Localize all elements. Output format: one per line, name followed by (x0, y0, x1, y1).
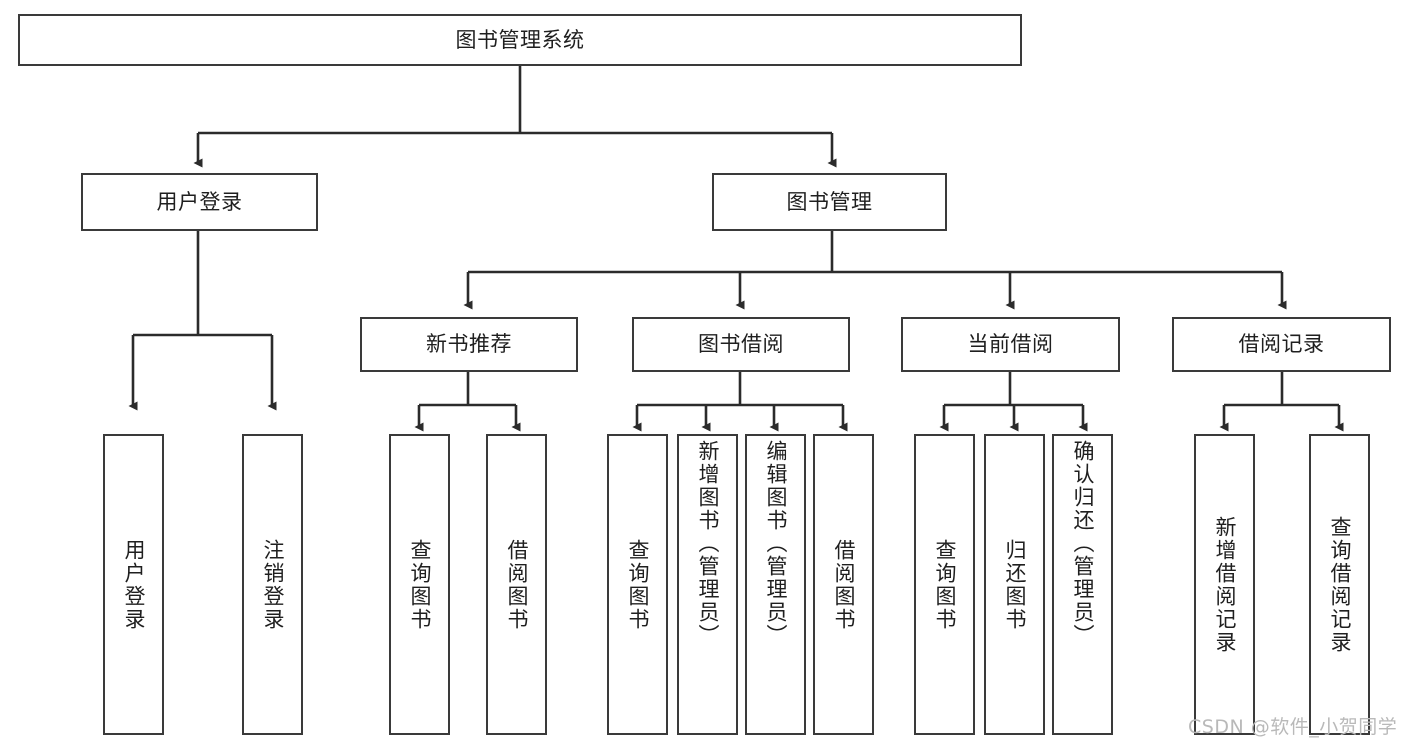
node-label: 用户登录 (122, 538, 146, 631)
leaf-current-borrow-query[interactable]: 查询图书 (914, 434, 975, 735)
node-label: 新书推荐 (426, 332, 512, 357)
node-label: 用户登录 (156, 189, 243, 214)
leaf-book-borrow-add[interactable]: 新增图书（管理员） (677, 434, 738, 735)
leaf-book-borrow-edit[interactable]: 编辑图书（管理员） (745, 434, 806, 735)
leaf-current-borrow-confirm-return[interactable]: 确认归还（管理员） (1052, 434, 1113, 735)
leaf-borrow-record-query[interactable]: 查询借阅记录 (1309, 434, 1370, 735)
leaf-current-borrow-return[interactable]: 归还图书 (984, 434, 1045, 735)
node-new-book-recommend[interactable]: 新书推荐 (360, 317, 578, 372)
node-label: 查询图书 (933, 538, 957, 631)
node-label: 图书借阅 (698, 332, 784, 357)
node-label: 图书管理 (786, 189, 873, 214)
node-label: 注销登录 (261, 538, 285, 631)
leaf-user-login-signin[interactable]: 用户登录 (103, 434, 164, 735)
node-label: 图书管理系统 (455, 27, 585, 52)
node-book-management[interactable]: 图书管理 (712, 173, 947, 231)
node-borrow-record[interactable]: 借阅记录 (1172, 317, 1391, 372)
leaf-borrow-record-add[interactable]: 新增借阅记录 (1194, 434, 1255, 735)
node-label: 归还图书 (1003, 538, 1027, 631)
node-label: 当前借阅 (967, 332, 1054, 357)
leaf-new-book-borrow[interactable]: 借阅图书 (486, 434, 547, 735)
node-label: 编辑图书（管理员） (764, 440, 788, 647)
node-label: 确认归还（管理员） (1071, 440, 1095, 647)
leaf-book-borrow-query[interactable]: 查询图书 (607, 434, 668, 735)
node-user-login[interactable]: 用户登录 (81, 173, 318, 231)
leaf-book-borrow-lend[interactable]: 借阅图书 (813, 434, 874, 735)
leaf-user-login-signout[interactable]: 注销登录 (242, 434, 303, 735)
node-label: 借阅图书 (505, 538, 529, 631)
node-label: 借阅图书 (832, 538, 856, 631)
node-book-borrow[interactable]: 图书借阅 (632, 317, 850, 372)
node-label: 查询图书 (626, 538, 650, 631)
node-label: 查询图书 (408, 538, 432, 631)
node-label: 借阅记录 (1238, 332, 1325, 357)
node-label: 查询借阅记录 (1328, 515, 1352, 654)
node-root-book-management-system[interactable]: 图书管理系统 (18, 14, 1022, 66)
csdn-watermark: CSDN @软件_小贺同学 (1188, 716, 1398, 738)
node-label: 新增图书（管理员） (696, 440, 720, 647)
node-current-borrow[interactable]: 当前借阅 (901, 317, 1120, 372)
node-label: 新增借阅记录 (1213, 515, 1237, 654)
leaf-new-book-query[interactable]: 查询图书 (389, 434, 450, 735)
